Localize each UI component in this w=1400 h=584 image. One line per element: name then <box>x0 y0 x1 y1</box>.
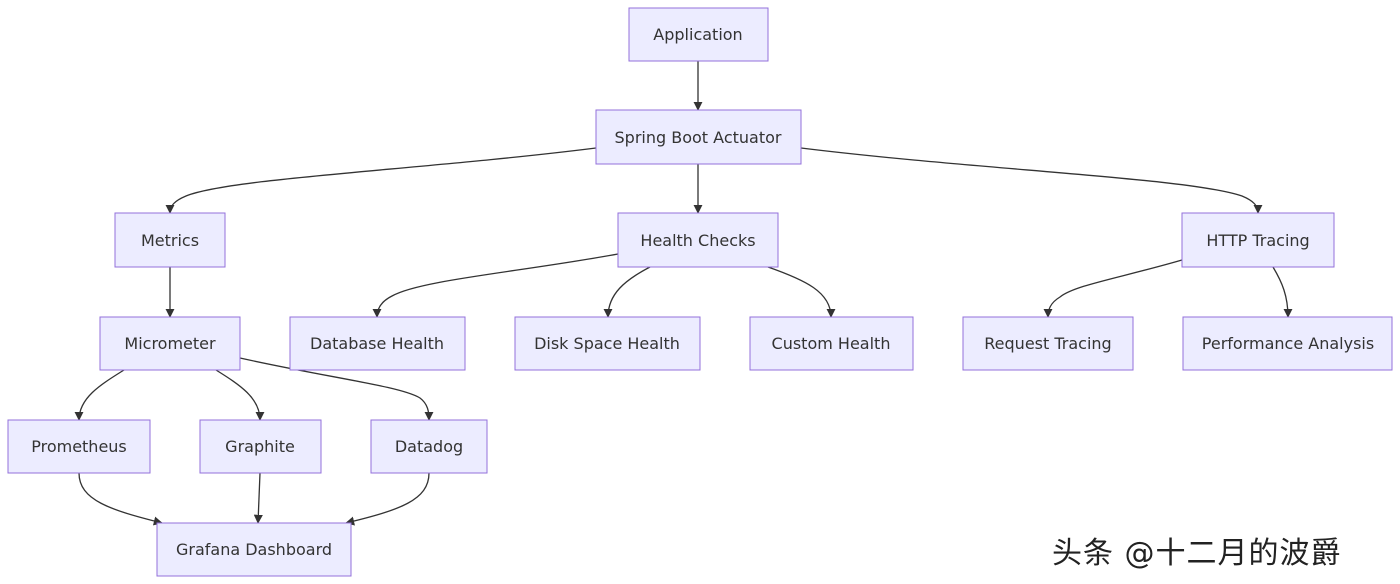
node-spring-boot-actuator: Spring Boot Actuator <box>595 109 802 165</box>
edge-health-checks-database-health <box>372 253 619 318</box>
node-label: Metrics <box>141 231 199 250</box>
node-application: Application <box>628 7 769 62</box>
node-disk-space-health: Disk Space Health <box>514 316 701 371</box>
edge-health-checks-custom-health <box>767 266 836 318</box>
node-label: Request Tracing <box>984 334 1111 353</box>
node-micrometer: Micrometer <box>99 316 241 371</box>
node-label: Grafana Dashboard <box>176 540 332 559</box>
node-label: Database Health <box>310 334 444 353</box>
edge-actuator-http-tracing <box>800 147 1263 214</box>
edge-actuator-metrics <box>165 147 597 214</box>
watermark-text: 头条 @十二月的波爵 <box>1052 536 1342 571</box>
node-graphite: Graphite <box>199 419 322 474</box>
node-database-health: Database Health <box>289 316 466 371</box>
node-label: HTTP Tracing <box>1206 231 1309 250</box>
node-metrics: Metrics <box>114 212 226 268</box>
node-health-checks: Health Checks <box>617 212 779 268</box>
node-prometheus: Prometheus <box>7 419 151 474</box>
node-request-tracing: Request Tracing <box>962 316 1134 371</box>
node-http-tracing: HTTP Tracing <box>1181 212 1335 268</box>
node-label: Prometheus <box>31 437 127 456</box>
node-datadog: Datadog <box>370 419 488 474</box>
edge-micrometer-graphite <box>215 369 265 421</box>
node-label: Spring Boot Actuator <box>615 128 782 147</box>
node-label: Custom Health <box>772 334 891 353</box>
edge-prometheus-grafana-dashboard <box>78 472 163 526</box>
edge-micrometer-prometheus <box>74 369 125 421</box>
node-custom-health: Custom Health <box>749 316 914 371</box>
node-label: Graphite <box>225 437 295 456</box>
edge-datadog-grafana-dashboard <box>345 472 430 526</box>
edge-http-tracing-request-tracing <box>1043 259 1183 318</box>
edges <box>74 61 1293 526</box>
node-grafana-dashboard: Grafana Dashboard <box>156 522 352 577</box>
node-label: Micrometer <box>124 334 216 353</box>
node-label: Application <box>653 25 742 44</box>
node-label: Performance Analysis <box>1202 334 1374 353</box>
node-performance-analysis: Performance Analysis <box>1182 316 1393 371</box>
node-label: Health Checks <box>640 231 755 250</box>
node-label: Datadog <box>395 437 463 456</box>
node-label: Disk Space Health <box>534 334 680 353</box>
edge-graphite-grafana-dashboard <box>253 472 263 524</box>
edge-health-checks-disk-space-health <box>603 266 651 318</box>
edge-http-tracing-performance-analysis <box>1272 266 1293 318</box>
